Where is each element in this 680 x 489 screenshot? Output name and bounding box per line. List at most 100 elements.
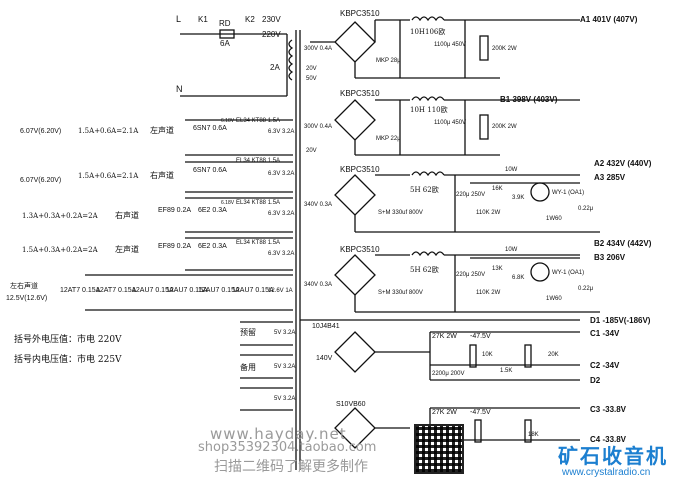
neg2-out: -47.5V [470, 409, 491, 416]
preamp-chain-1: 12AT7 0.15A [96, 287, 137, 294]
fuse-rd-label: RD [219, 19, 231, 28]
reg1-bridge: KBPC3510 [340, 165, 380, 174]
fil1-calc: 1.5A+0.6A=2.1A [78, 127, 139, 135]
preamp-chain-2: 12AU7 0.15A [132, 287, 174, 294]
watermark-site: www.hayday.net [210, 425, 347, 443]
reg1-sm-cap: S+M 330uf 800V [378, 210, 423, 216]
reg2-vr-tube: WY-1 (OA1) [552, 270, 584, 276]
reg1-resistors: 110K 2W [476, 210, 501, 216]
rail2-bridge: KBPC3510 [340, 89, 380, 98]
brand-logo: 矿石收音机 www.crystalradio.cn [558, 440, 680, 484]
note-outer: 括号外电压值：市电 220V [14, 333, 122, 345]
reg1-zener: 1W60 [546, 216, 562, 222]
fil2-tube2: EL34 KT88 1.5A [236, 158, 280, 164]
output-c1: C1 -34V [590, 329, 620, 338]
output-c2: C2 -34V [590, 361, 620, 370]
primary-current-label: 2A [270, 63, 280, 72]
reg1-r2: 16K [492, 186, 503, 192]
note-inner: 括号内电压值：市电 225V [14, 353, 122, 365]
output-b2: B2 434V (442V) [594, 239, 652, 248]
reg2-sm-cap: S+M 330uf 800V [378, 290, 423, 296]
neg1-bridge: 10J4B41 [312, 323, 340, 330]
fil1-channel: 左声道 [150, 125, 174, 135]
rail2-choke: 10H 110欧 [410, 105, 448, 114]
rail2-tap1: 20V [306, 148, 317, 154]
preamp-chain-5: 12AU7 0.15A [232, 287, 274, 294]
fil2-calc: 1.5A+0.6A=2.1A [78, 172, 139, 180]
fil3-channel: 右声道 [115, 210, 139, 220]
fil4-secondary: 6.3V 3.2A [268, 251, 294, 257]
rail1-bleeder: 200K 2W [492, 46, 517, 52]
reg1-secondary: 340V 0.3A [304, 202, 332, 208]
reg1-r3: 3.9K [512, 195, 524, 201]
output-d2: D2 [590, 376, 601, 385]
output-c4: C4 -33.8V [590, 435, 627, 444]
fil4-calc: 1.5A+0.3A+0.2A=2A [22, 246, 99, 254]
fil1-tube1: 6SN7 0.6A [193, 125, 227, 132]
input-n-label: N [176, 84, 183, 94]
fil2-channel: 右声道 [150, 170, 174, 180]
fil4-channel: 左声道 [115, 244, 139, 254]
neg2-r18k: 18K [528, 432, 539, 438]
rail1-mkp: MKP 28μ [376, 58, 401, 64]
fil4-tube2: 6E2 0.3A [198, 243, 227, 250]
neg1-res: 27K 2W [432, 333, 457, 340]
neg1-out: -47.5V [470, 333, 491, 340]
fil3-calc: 1.3A+0.3A+0.2A=2A [22, 212, 99, 220]
reg2-zener: 1W60 [546, 296, 562, 302]
neg2-bridge: S10VB60 [336, 401, 366, 408]
rail1-cap: 1100μ 450V [434, 42, 466, 48]
fil1-tube2: EL34 KT88 1.5A [236, 118, 280, 124]
neg1-cap: 2200μ 200V [432, 371, 464, 377]
output-a1: A1 401V (407V) [580, 15, 638, 24]
fil3-tube3: EL34 KT88 1.5A [236, 200, 280, 206]
neg1-r20k: 20K [548, 352, 559, 358]
rail2-secondary: 300V 0.4A [304, 124, 332, 130]
reg2-r3: 6.8K [512, 275, 524, 281]
watermark-shop: shop35392304.taobao.com [198, 440, 377, 455]
watermark-scan: 扫描二维码了解更多制作 [214, 459, 368, 475]
fuse-rating-label: 6A [220, 39, 230, 48]
reg1-vr-tube: WY-1 (OA1) [552, 190, 584, 196]
preamp-tube: 12AT7 0.15A [60, 287, 101, 294]
reg2-resistors: 110K 2W [476, 290, 501, 296]
neg1-r10k: 10K [482, 352, 493, 358]
qr-code-icon [414, 424, 464, 474]
reg2-cap-out: 0.22μ [578, 286, 594, 292]
output-a3: A3 285V [594, 173, 626, 182]
reg2-bridge: KBPC3510 [340, 245, 380, 254]
preamp-voltage: 12.5V(12.6V) [6, 295, 47, 302]
spare2-label: 备用 [240, 362, 256, 372]
spare1-secondary: 5V 3.2A [274, 330, 295, 336]
fil4-tube1: EF89 0.2A [158, 243, 191, 250]
reg1-r1: 10W [505, 167, 518, 173]
reg2-r2: 13K [492, 266, 503, 272]
brand-name: 矿石收音机 [558, 444, 668, 468]
reg2-r1: 10W [505, 247, 518, 253]
fil1-mark: 6.18V [221, 118, 235, 124]
neg1-r1k: 1.5K [500, 368, 512, 374]
fil3-mark: 6.18V [221, 200, 235, 206]
output-b3: B3 206V [594, 253, 626, 262]
output-a2: A2 432V (440V) [594, 159, 652, 168]
neg2-res: 27K 2W [432, 409, 457, 416]
reg2-choke: 5H 62欧 [410, 265, 439, 274]
fil2-secondary: 6.3V 3.2A [268, 171, 294, 177]
preamp-secondary: 12.6V 1A [268, 288, 293, 294]
preamp-chain-4: 12AU7 0.15A [198, 287, 240, 294]
fil1-secondary: 6.3V 3.2A [268, 129, 294, 135]
fil2-note: 6.07V(6.20V) [20, 177, 61, 184]
rail1-bridge: KBPC3510 [340, 9, 380, 18]
switch-k1-label: K1 [198, 15, 208, 24]
reg2-secondary: 340V 0.3A [304, 282, 332, 288]
fil2-tube1: 6SN7 0.6A [193, 167, 227, 174]
preamp-chain-3: 12AU7 0.15A [166, 287, 208, 294]
reg1-caps: 220μ 250V [456, 192, 485, 198]
reg1-choke: 5H 62欧 [410, 185, 439, 194]
brand-url: www.crystalradio.cn [562, 467, 651, 478]
spare2-secondary: 5V 3.2A [274, 364, 295, 370]
rail2-cap: 1100μ 450V [434, 120, 466, 126]
output-b1: B1 398V (403V) [500, 95, 558, 104]
